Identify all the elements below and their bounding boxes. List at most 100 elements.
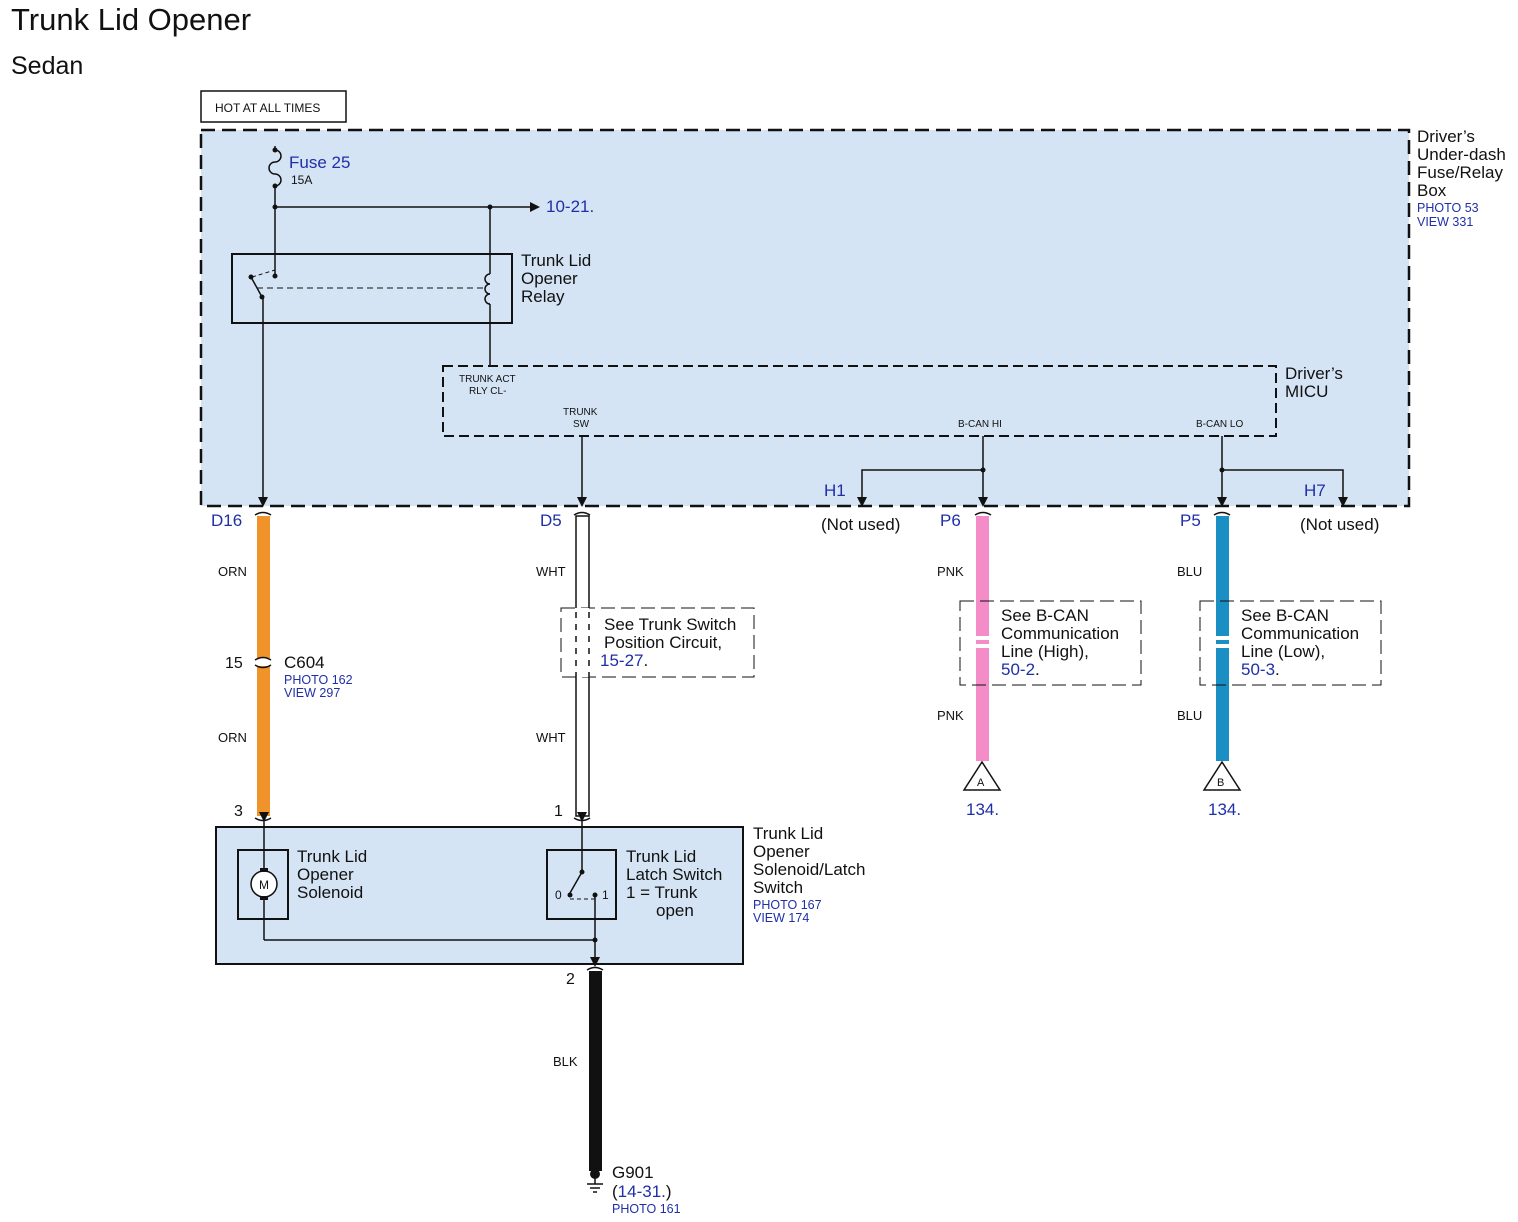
note-trunk-switch: See Trunk Switch Position Circuit, 15-27…	[600, 615, 736, 670]
svg-text:Under-dash: Under-dash	[1417, 145, 1506, 164]
page-subtitle: Sedan	[11, 52, 83, 80]
svg-text:PHOTO 167: PHOTO 167	[753, 898, 822, 912]
under-dash-fuse-relay-box	[199, 128, 1411, 508]
pin-p6: P6	[940, 511, 961, 530]
svg-text:Trunk Lid: Trunk Lid	[297, 847, 367, 866]
svg-text:Trunk Lid: Trunk Lid	[626, 847, 696, 866]
blk-wire	[589, 971, 602, 1171]
svg-text:Box: Box	[1417, 181, 1447, 200]
latch-switch-contacts	[567, 850, 598, 940]
bcan-hi-lines	[857, 436, 988, 507]
relay-coil	[484, 207, 491, 366]
c604-view-link[interactable]: VIEW 297	[284, 686, 340, 700]
fuse-name: Fuse 25	[289, 153, 350, 172]
svg-text:50-3.: 50-3.	[1241, 660, 1280, 679]
svg-text:MICU: MICU	[1285, 382, 1328, 401]
ground-ref: (14-31.)	[612, 1182, 672, 1201]
ground-photo-link[interactable]: PHOTO 161	[612, 1202, 681, 1216]
fuse-rating: 15A	[291, 173, 312, 187]
solenoid-pin-3: 3	[234, 803, 243, 820]
note-trunk-switch-box	[560, 607, 755, 678]
svg-text:1 = Trunk: 1 = Trunk	[626, 883, 698, 902]
solenoid-box	[237, 849, 289, 920]
svg-text:Relay: Relay	[521, 287, 565, 306]
ref-15-27-link[interactable]: 15-27	[600, 651, 643, 670]
svg-text:M: M	[259, 878, 269, 892]
note-bcan-low: See B-CAN Communication Line (Low), 50-3…	[1241, 606, 1359, 679]
ground-icon	[587, 1169, 603, 1193]
svg-text:Opener: Opener	[297, 865, 354, 884]
c604-gap	[253, 658, 274, 666]
connector-cups-top	[254, 511, 1231, 516]
svg-text:50-2.: 50-2.	[1001, 660, 1040, 679]
pin-h7: H7	[1304, 481, 1326, 500]
micu-pin-bcan-lo: B-CAN LO	[1196, 419, 1243, 430]
orn-label-1: ORN	[218, 564, 247, 579]
terminal-a-ref-link[interactable]: 134.	[966, 800, 999, 819]
ref-50-2-link[interactable]: 50-2	[1001, 660, 1035, 679]
svg-text:Opener: Opener	[753, 842, 810, 861]
svg-text:PHOTO 53: PHOTO 53	[1417, 201, 1479, 215]
note-bcan-high: See B-CAN Communication Line (High), 50-…	[1001, 606, 1119, 679]
blu-label-2: BLU	[1177, 708, 1202, 723]
pin-h1: H1	[824, 481, 846, 500]
relay-switch-contacts	[248, 207, 484, 300]
note-bcan-low-box	[1199, 600, 1382, 686]
latch-pos-0: 0	[555, 888, 562, 902]
connector-cups-bottom	[254, 817, 591, 822]
ref-10-21-link[interactable]: 10-21.	[546, 197, 594, 216]
pin-d16: D16	[211, 511, 242, 530]
svg-text:See B-CAN: See B-CAN	[1241, 606, 1329, 625]
svg-text:A: A	[977, 777, 985, 789]
svg-text:Switch: Switch	[753, 878, 803, 897]
svg-text:Line (Low),: Line (Low),	[1241, 642, 1325, 661]
wht-label-1: WHT	[536, 564, 566, 579]
ground-name: G901	[612, 1163, 654, 1182]
pnk-label-1: PNK	[937, 564, 964, 579]
svg-text:open: open	[656, 901, 694, 920]
terminal-a: A	[962, 760, 1002, 791]
pnk-label-2: PNK	[937, 708, 964, 723]
hot-at-all-times-label: HOT AT ALL TIMES	[215, 101, 320, 115]
c604-photo-link[interactable]: PHOTO 162	[284, 673, 353, 687]
h1-not-used: (Not used)	[821, 515, 900, 534]
svg-text:See B-CAN: See B-CAN	[1001, 606, 1089, 625]
svg-text:Communication: Communication	[1001, 624, 1119, 643]
orn-label-2: ORN	[218, 730, 247, 745]
svg-text:Communication: Communication	[1241, 624, 1359, 643]
c604-connector-symbol	[254, 656, 272, 669]
svg-text:B: B	[1217, 777, 1224, 789]
micu-pin-rly-cl: RLY CL-	[469, 386, 506, 397]
svg-text:VIEW 331: VIEW 331	[1417, 215, 1473, 229]
micu-label: Driver’s MICU	[1285, 364, 1343, 401]
svg-text:Opener: Opener	[521, 269, 578, 288]
bcan-lo-lines	[1217, 436, 1348, 507]
latch-switch-label: Trunk Lid Latch Switch 1 = Trunk open	[626, 847, 722, 920]
relay-label: Trunk Lid Opener Relay	[521, 251, 591, 306]
solenoid-latch-assembly	[215, 826, 744, 965]
wht-label-2: WHT	[536, 730, 566, 745]
svg-text:Line (High),: Line (High),	[1001, 642, 1089, 661]
svg-text:Position Circuit,: Position Circuit,	[604, 633, 722, 652]
svg-text:Trunk Lid: Trunk Lid	[753, 824, 823, 843]
blk-label: BLK	[553, 1054, 578, 1069]
h7-not-used: (Not used)	[1300, 515, 1379, 534]
svg-text:Latch Switch: Latch Switch	[626, 865, 722, 884]
svg-text:VIEW 174: VIEW 174	[753, 911, 809, 925]
svg-text:Trunk Lid: Trunk Lid	[521, 251, 591, 270]
ref-14-31-link[interactable]: 14-31.	[618, 1182, 666, 1201]
micu-pin-sw: SW	[573, 419, 590, 430]
svg-text:Fuse/Relay: Fuse/Relay	[1417, 163, 1503, 182]
svg-text:15-27.: 15-27.	[600, 651, 648, 670]
ref-50-3-link[interactable]: 50-3	[1241, 660, 1275, 679]
svg-text:Driver’s: Driver’s	[1417, 127, 1475, 146]
fuse-25	[268, 146, 282, 207]
terminal-b-ref-link[interactable]: 134.	[1208, 800, 1241, 819]
ground-pin-2: 2	[566, 971, 575, 988]
solenoid-label: Trunk Lid Opener Solenoid	[297, 847, 367, 902]
hot-at-all-times-box	[200, 90, 347, 123]
fuse-box-label: Driver’s Under-dash Fuse/Relay Box PHOTO…	[1417, 127, 1506, 229]
solenoid-assembly-label: Trunk Lid Opener Solenoid/Latch Switch P…	[753, 824, 865, 925]
latch-pos-1: 1	[602, 888, 609, 902]
